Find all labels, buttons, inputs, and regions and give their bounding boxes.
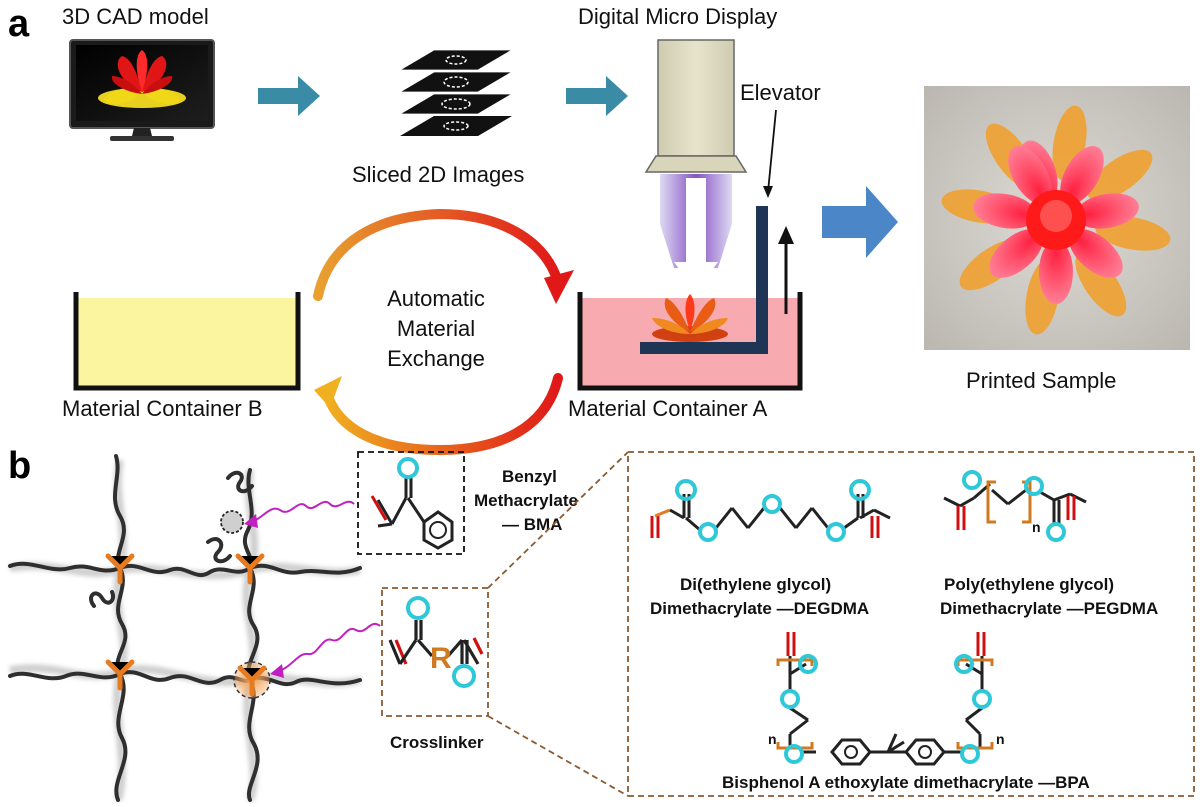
crosslinker-r-group: R xyxy=(430,642,452,675)
sliced-label: Sliced 2D Images xyxy=(352,162,524,187)
bma-box xyxy=(357,451,465,555)
bpa-repeat-n-left: n xyxy=(768,731,777,747)
oxygen-icon xyxy=(762,494,782,514)
exchange-label-line2: Material xyxy=(397,316,475,341)
bma-label-line2: Methacrylate xyxy=(474,491,578,510)
wavy-arrow-crosslinker xyxy=(275,623,381,673)
exchange-label-line3: Exchange xyxy=(387,346,485,371)
oxygen-icon xyxy=(1046,522,1066,542)
oxygen-icon xyxy=(849,479,871,501)
oxygen-icon xyxy=(675,479,697,501)
container-a-label: Material Container A xyxy=(568,396,768,421)
wavy-arrow-bma xyxy=(249,500,355,523)
zoom-line-top xyxy=(487,451,629,589)
oxygen-icon xyxy=(452,664,476,688)
bma-label-line1: Benzyl xyxy=(502,467,557,486)
zoom-line-bottom xyxy=(487,715,629,797)
oxygen-icon xyxy=(1024,476,1044,496)
oxygen-icon xyxy=(972,689,992,709)
dmd-title: Digital Micro Display xyxy=(578,4,777,29)
exchange-label-line1: Automatic xyxy=(387,286,485,311)
bma-node-highlight xyxy=(220,510,244,534)
crosslinker-structure xyxy=(388,620,484,665)
oxygen-icon xyxy=(798,654,818,674)
oxygen-icon xyxy=(780,689,800,709)
cad-title: 3D CAD model xyxy=(62,4,209,29)
printed-sample-photo xyxy=(924,86,1190,350)
polymer-network xyxy=(8,454,362,802)
container-b-label: Material Container B xyxy=(62,396,263,421)
exchange-arc-top xyxy=(313,208,563,301)
panel-b-letter: b xyxy=(8,445,31,487)
oxygen-icon xyxy=(784,744,804,764)
pegdma-label-line2: Dimethacrylate —PEGDMA xyxy=(940,599,1158,618)
oxygen-icon xyxy=(954,654,974,674)
oxygen-icon xyxy=(397,457,419,479)
oxygen-icon xyxy=(698,522,718,542)
crosslinker-label: Crosslinker xyxy=(390,733,484,752)
monomer-box xyxy=(627,451,1195,797)
monitor-icon xyxy=(69,39,215,141)
result-arrow xyxy=(822,186,898,258)
elevator-pointer xyxy=(767,109,777,193)
exchange-arc-bottom xyxy=(321,373,563,456)
elevator-label: Elevator xyxy=(740,80,821,105)
printed-label: Printed Sample xyxy=(966,368,1116,393)
oxygen-icon xyxy=(962,470,982,490)
material-container-a xyxy=(577,206,803,391)
bpa-structure xyxy=(786,632,986,766)
step-arrow-1 xyxy=(258,76,320,116)
bma-structure xyxy=(370,478,454,550)
oxygen-icon xyxy=(960,744,980,764)
sliced-images-icon xyxy=(398,49,514,136)
dmd-projector xyxy=(644,39,748,292)
panel-a-letter: a xyxy=(8,3,30,45)
pegdma-repeat-n: n xyxy=(1032,519,1041,535)
pegdma-label-line1: Poly(ethylene glycol) xyxy=(944,575,1114,594)
degdma-label-line1: Di(ethylene glycol) xyxy=(680,575,831,594)
pegdma-structure xyxy=(943,482,1087,530)
bpa-label: Bisphenol A ethoxylate dimethacrylate —B… xyxy=(722,773,1090,792)
oxygen-icon xyxy=(826,522,846,542)
degdma-label-line2: Dimethacrylate —DEGDMA xyxy=(650,599,869,618)
crosslinker-box xyxy=(381,587,489,717)
material-container-b xyxy=(73,292,301,391)
oxygen-icon xyxy=(406,596,430,620)
bpa-repeat-n-right: n xyxy=(996,731,1005,747)
step-arrow-2 xyxy=(566,76,628,116)
